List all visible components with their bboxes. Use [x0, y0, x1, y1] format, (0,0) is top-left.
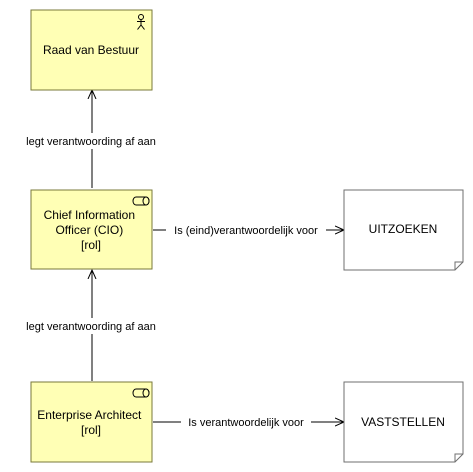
edge-ea-to-cio[interactable]: legt verantwoording af aan: [18, 270, 164, 381]
edge-cio-to-uitzoeken[interactable]: Is (eind)verantwoordelijk voor: [153, 222, 344, 238]
label-line: [rol]: [81, 423, 101, 437]
label-line: Chief Information: [44, 208, 135, 222]
edge-label: legt verantwoording af aan: [26, 136, 156, 148]
label-background: [166, 222, 326, 238]
role-icon: [132, 388, 150, 398]
label-line: Enterprise Architect: [37, 408, 142, 422]
node-uitzoeken[interactable]: UITZOEKEN: [343, 189, 464, 271]
node-box: [30, 9, 153, 91]
label-background: [18, 133, 164, 149]
node-label: Chief Information Officer (CIO) [rol]: [44, 208, 139, 252]
node-box: [343, 189, 464, 271]
role-icon: [132, 196, 150, 206]
node-box: [30, 189, 153, 270]
node-label: Enterprise Architect [rol]: [37, 408, 144, 437]
edge-label: Is (eind)verantwoordelijk voor: [174, 225, 318, 237]
label-background: [181, 414, 311, 430]
node-label: VASTSTELLEN: [361, 415, 445, 429]
label-line: [rol]: [81, 238, 101, 252]
node-box: [343, 381, 464, 463]
edge-label: Is verantwoordelijk voor: [188, 417, 304, 429]
folded-corner: [454, 453, 463, 462]
node-label: UITZOEKEN: [369, 222, 438, 236]
edge-cio-to-raad[interactable]: legt verantwoording af aan: [18, 90, 164, 188]
folded-corner: [454, 261, 463, 270]
edge-label: legt verantwoording af aan: [26, 321, 156, 333]
label-line: Officer (CIO): [55, 223, 123, 237]
node-box: [30, 381, 153, 463]
label-background: [18, 318, 164, 334]
node-cio[interactable]: Chief Information Officer (CIO) [rol]: [30, 189, 153, 270]
edge-ea-to-vaststellen[interactable]: Is verantwoordelijk voor: [153, 414, 344, 430]
node-vaststellen[interactable]: VASTSTELLEN: [343, 381, 464, 463]
node-label: Raad van Bestuur: [43, 43, 139, 57]
node-enterprise-architect[interactable]: Enterprise Architect [rol]: [30, 381, 153, 463]
node-raad-van-bestuur[interactable]: Raad van Bestuur: [30, 9, 153, 91]
actor-icon: [137, 14, 145, 30]
